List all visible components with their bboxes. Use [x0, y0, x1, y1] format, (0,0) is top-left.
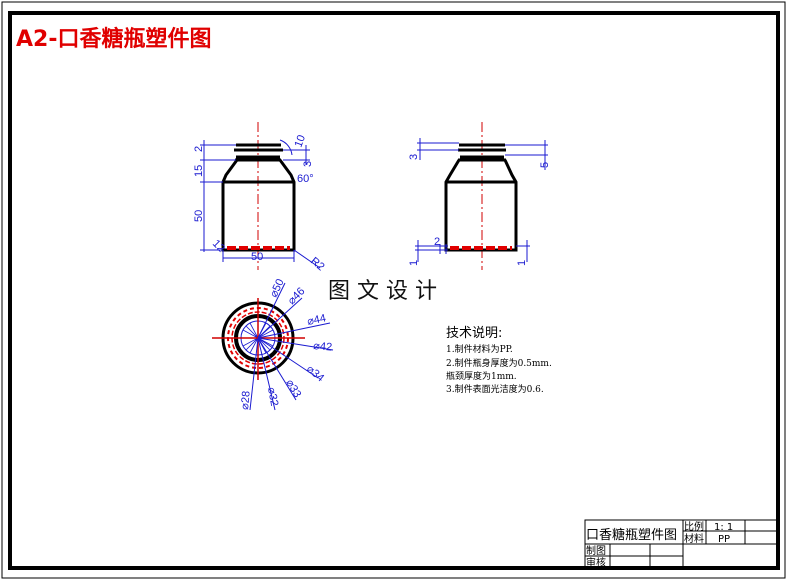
drawing-frame — [8, 11, 780, 570]
dim-r2: R2 — [308, 255, 326, 273]
front-view: 2 15 50 12 50 R2 10 3 60° — [193, 122, 327, 273]
dim-2: 2 — [193, 146, 205, 152]
dimension-lines — [415, 138, 548, 262]
notes-heading: 技术说明: — [446, 326, 502, 341]
dim-2: 2 — [434, 236, 440, 248]
dim-50-width: 50 — [251, 251, 263, 263]
title-block — [584, 519, 779, 569]
note-line: 1.制件材料为PP. — [446, 343, 513, 355]
dim-dia-46: ⌀46 — [286, 285, 308, 307]
scale-label: 比例 — [684, 520, 704, 533]
dim-dia-28: ⌀28 — [239, 390, 253, 410]
dim-1-right: 1 — [516, 260, 528, 266]
dim-10: 10 — [293, 133, 308, 149]
dim-15: 15 — [193, 165, 205, 177]
bottle-outline — [444, 143, 518, 252]
side-view: 3 5 2 1 1 — [408, 122, 551, 270]
note-line: 瓶颈厚度为1mm. — [446, 370, 517, 382]
leader-lines — [249, 282, 334, 411]
material-value: PP — [718, 534, 730, 545]
drawn-label: 制图 — [586, 544, 606, 557]
part-name: 口香糖瓶塑件图 — [586, 527, 677, 543]
checked-label: 审核 — [586, 556, 606, 569]
note-line: 3.制件表面光洁度为0.6. — [446, 383, 544, 395]
technical-notes: 技术说明: 1.制件材料为PP. 2.制件瓶身厚度为0.5mm. 瓶颈厚度为1m… — [446, 326, 552, 395]
note-line: 2.制件瓶身厚度为0.5mm. — [446, 357, 552, 369]
dim-dia-42: ⌀42 — [313, 340, 333, 354]
dim-dia-34: ⌀34 — [304, 363, 326, 384]
top-view: ⌀50 ⌀46 ⌀44 ⌀42 ⌀34 ⌀33 ⌀32 ⌀28 — [212, 277, 334, 411]
dim-5: 5 — [539, 162, 551, 168]
watermark-text: 图 文 设 计 — [328, 279, 437, 304]
drawing-title: A2-口香糖瓶塑件图 — [16, 26, 211, 52]
dim-50-height: 50 — [193, 210, 205, 222]
dim-dia-33: ⌀33 — [283, 378, 303, 400]
dimension-lines — [200, 139, 321, 269]
dim-3: 3 — [302, 161, 314, 167]
dim-60deg: 60° — [297, 173, 314, 185]
dim-3: 3 — [408, 154, 420, 160]
dim-dia-50: ⌀50 — [268, 277, 287, 299]
dim-dia-44: ⌀44 — [306, 312, 327, 328]
dim-dia-32: ⌀32 — [265, 386, 280, 407]
scale-value: 1: 1 — [714, 522, 733, 533]
material-label: 材料 — [684, 532, 704, 545]
dim-1-left: 1 — [408, 260, 420, 266]
